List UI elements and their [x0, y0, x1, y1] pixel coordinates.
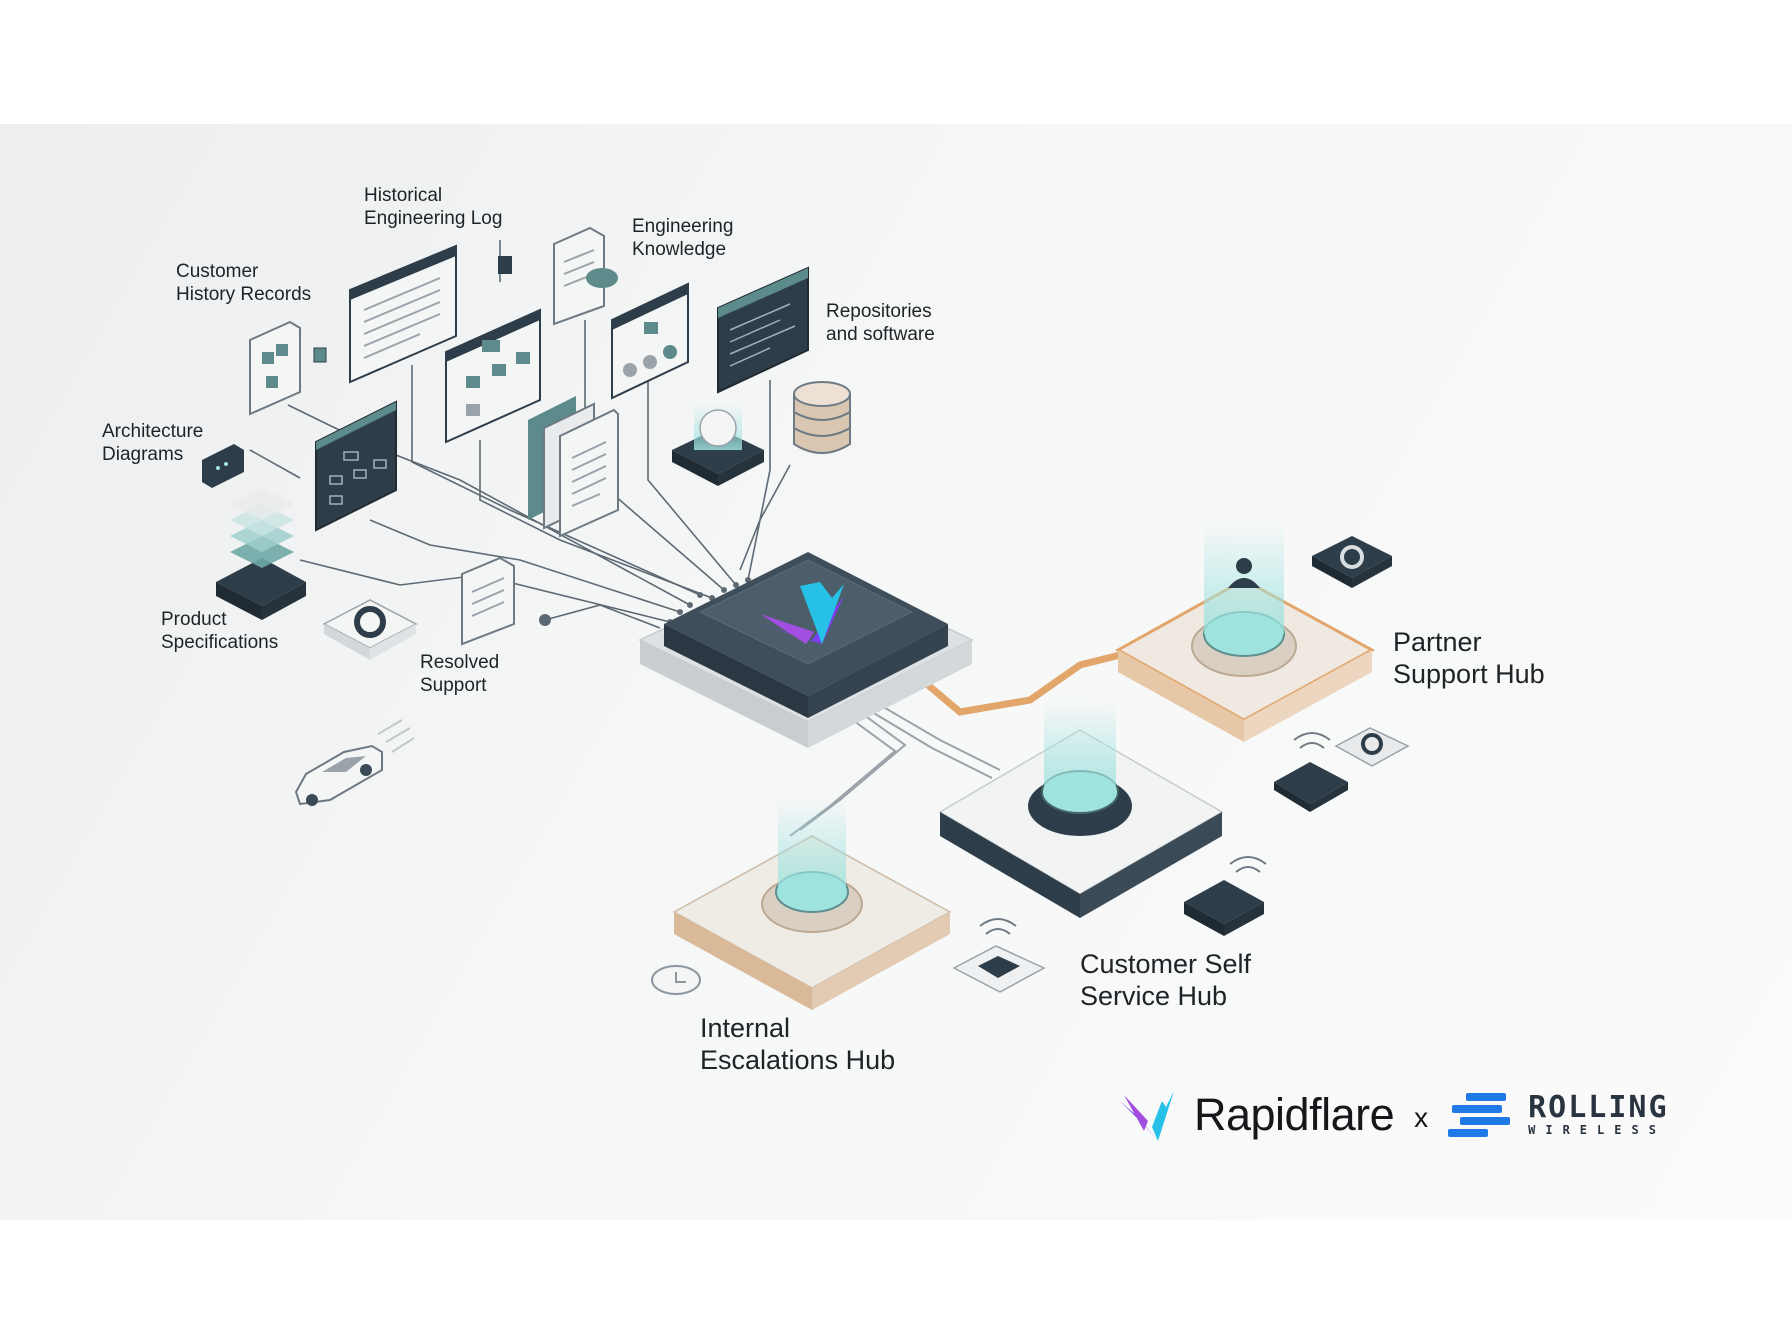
link-customer-hub [871, 704, 1001, 779]
partner-support-hub [1114, 520, 1376, 742]
engineering-knowledge-icon [553, 226, 618, 326]
chip-icon [1274, 762, 1348, 812]
document-stack-icon [528, 396, 619, 538]
org-chart-window-icon [611, 282, 689, 400]
link-partner-hub [918, 651, 1124, 716]
wifi-icon [1229, 856, 1267, 873]
chip-icon [952, 945, 1046, 993]
central-platform [638, 552, 974, 748]
rolling-wireless-wordmark: ROLLING WIRELESS [1528, 1090, 1669, 1138]
gear-icon [322, 599, 418, 660]
resolved-support-document-icon [461, 556, 515, 646]
sphere-device-icon [672, 404, 764, 486]
architecture-diagrams-window-icon [315, 400, 397, 532]
flowchart-window-icon [445, 308, 541, 444]
wifi-icon [1293, 732, 1331, 749]
collaboration-separator: x [1414, 1102, 1429, 1133]
gear-icon [1312, 536, 1392, 588]
clock-icon [651, 965, 701, 995]
rapidflare-wordmark: Rapidflare [1194, 1089, 1395, 1140]
product-specifications-icon [216, 488, 306, 620]
rolling-wordmark-bottom: WIRELESS [1528, 1123, 1666, 1137]
rolling-wordmark-top: ROLLING [1528, 1090, 1669, 1125]
device-module [1184, 880, 1264, 936]
partner-logos: Rapidflare x ROLLING WIRELESS [1118, 1080, 1718, 1150]
rapidflare-logo-icon [752, 582, 844, 644]
repositories-code-window-icon [717, 266, 809, 394]
tag-icon [498, 256, 512, 274]
rapidflare-logo-icon [1120, 1091, 1174, 1141]
wifi-icon [979, 918, 1017, 935]
internal-escalations-hub [672, 800, 952, 1010]
gear-icon [1334, 727, 1410, 767]
car-icon [294, 719, 415, 806]
database-icon [793, 381, 851, 454]
connector-arrowheads [539, 577, 751, 626]
server-block-icon [202, 444, 244, 488]
historical-engineering-log-icon [349, 244, 457, 384]
user-icon [1228, 558, 1260, 588]
rolling-wireless-logo-icon [1448, 1093, 1511, 1137]
customer-self-service-hub [938, 700, 1224, 918]
customer-history-records-icon [249, 320, 327, 416]
